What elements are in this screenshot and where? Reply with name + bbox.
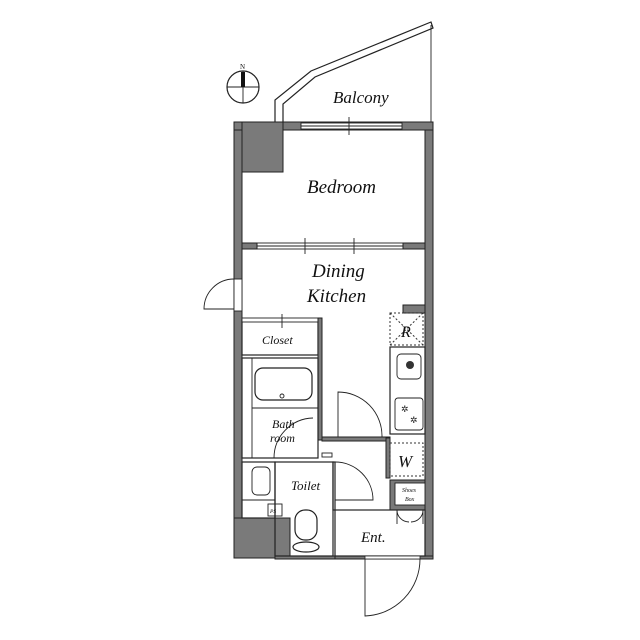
dining-label-line1: Dining (311, 261, 365, 282)
refrigerator-space (389, 312, 424, 346)
bath-door[interactable] (273, 417, 314, 459)
entrance-door[interactable] (364, 555, 421, 617)
north-label: N (240, 63, 245, 71)
toilet-icon (294, 509, 318, 541)
entrance: Ent. (334, 509, 426, 617)
hall-door[interactable] (337, 391, 383, 438)
bathtub-icon (254, 367, 313, 401)
kitchen-counter: R ✲ ✲ (389, 304, 426, 435)
washer-label: W (398, 452, 414, 471)
dining-label-line2: Kitchen (306, 286, 366, 307)
refrigerator-label: R (400, 324, 411, 341)
bedroom-label: Bedroom (307, 177, 376, 198)
balcony: Balcony (274, 21, 434, 122)
closet: Closet (241, 314, 323, 441)
stove-icon (394, 397, 424, 431)
svg-text:✲: ✲ (410, 415, 418, 425)
sliding-door[interactable] (241, 238, 426, 254)
closet-label: Closet (262, 333, 293, 347)
bath-label-line2: room (270, 431, 295, 445)
bath-label-line1: Bath (272, 417, 295, 431)
washbasin-icon (251, 466, 271, 496)
toilet-room: PS Toilet (241, 461, 374, 557)
entrance-label: Ent. (360, 530, 386, 546)
bedroom-window (300, 117, 403, 135)
balcony-label: Balcony (333, 88, 389, 107)
bathroom: Bath room (241, 357, 319, 459)
shoes-label-line2: Box (405, 497, 415, 503)
svg-text:✲: ✲ (401, 404, 409, 414)
sink-icon (396, 353, 422, 380)
shoe-box: Shoes Box (389, 479, 426, 524)
shoes-label-line1: Shoes (402, 488, 417, 494)
compass-icon: N (226, 63, 260, 104)
toilet-label: Toilet (291, 478, 321, 493)
toilet-door[interactable] (334, 461, 374, 501)
side-door[interactable] (203, 278, 243, 312)
pipe-space-label: PS (269, 509, 276, 515)
washer-space (389, 442, 424, 477)
